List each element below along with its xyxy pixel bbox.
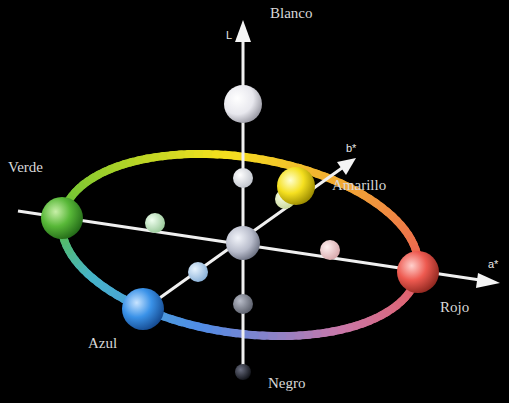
light-green-sphere: [145, 213, 165, 233]
gray-sphere: [226, 226, 260, 260]
axis-label: b*: [346, 143, 356, 154]
black-sphere: [235, 364, 251, 380]
a-arrowhead: [476, 273, 500, 288]
green-sphere: [41, 197, 83, 239]
red-sphere: [397, 251, 439, 293]
color-label: Azul: [88, 336, 117, 351]
light-gray-sphere: [233, 168, 253, 188]
yellow-sphere: [277, 167, 315, 205]
light-blue-sphere: [188, 262, 208, 282]
color-label: Rojo: [440, 300, 469, 315]
color-label: Negro: [268, 376, 306, 391]
axis-label: a*: [488, 259, 498, 270]
b-axis: [140, 168, 342, 312]
axis-label: L: [226, 30, 232, 41]
color-label: Blanco: [270, 6, 313, 21]
light-red-sphere: [320, 240, 340, 260]
b-arrowhead: [337, 158, 356, 175]
dark-gray-sphere: [233, 294, 253, 314]
white-sphere: [224, 85, 262, 123]
color-label: Amarillo: [332, 178, 386, 193]
l-arrowhead: [235, 20, 251, 42]
blue-sphere: [122, 288, 164, 330]
color-label: Verde: [8, 160, 43, 175]
hue-ring: [62, 154, 419, 336]
